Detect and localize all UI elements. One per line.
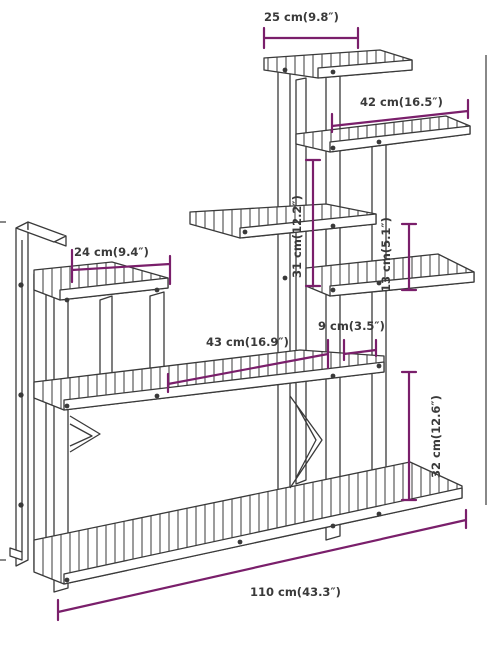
label-top-width: 25 cm(9.8″)	[264, 10, 339, 24]
middle-long-shelf	[33, 349, 385, 411]
right-tower-shelf	[305, 253, 475, 297]
dim-line-gap	[342, 338, 378, 362]
top-shelf	[263, 49, 413, 79]
bottom-shelf	[33, 461, 463, 585]
label-lower-height: 32 cm(12.6″)	[429, 395, 443, 478]
dim-line-upper-depth	[330, 98, 470, 134]
label-middle-width: 43 cm(16.9″)	[206, 335, 289, 349]
dim-line-mid-height	[304, 158, 322, 288]
left-top-shelf	[33, 261, 169, 301]
label-gap: 9 cm(3.5″)	[318, 319, 385, 333]
label-left-width: 24 cm(9.4″)	[74, 245, 149, 259]
cross-braces	[69, 395, 323, 489]
dim-line-left-width	[70, 248, 172, 286]
dimension-labels: 25 cm(9.8″) 42 cm(16.5″) 31 cm(12.2″) 13…	[74, 10, 443, 599]
upper-right-shelf	[295, 115, 471, 153]
dimension-lines	[56, 26, 470, 622]
label-total-width: 110 cm(43.3″)	[250, 585, 341, 599]
label-mid-height: 31 cm(12.2″)	[290, 195, 304, 278]
dim-line-middle-width	[166, 338, 330, 394]
dim-line-right-height	[400, 222, 418, 292]
label-upper-depth: 42 cm(16.5″)	[360, 95, 443, 109]
dim-line-total-width	[56, 508, 468, 622]
dim-line-lower-height	[400, 370, 418, 502]
screws	[64, 67, 382, 583]
plant-stand-drawing	[9, 49, 475, 593]
dim-line-top-width	[262, 26, 360, 50]
label-right-height: 13 cm(5.1″)	[379, 217, 393, 292]
left-wall-bracket	[9, 221, 67, 567]
outer-dimension-lines	[0, 55, 487, 561]
middle-floating-shelf	[189, 203, 377, 239]
